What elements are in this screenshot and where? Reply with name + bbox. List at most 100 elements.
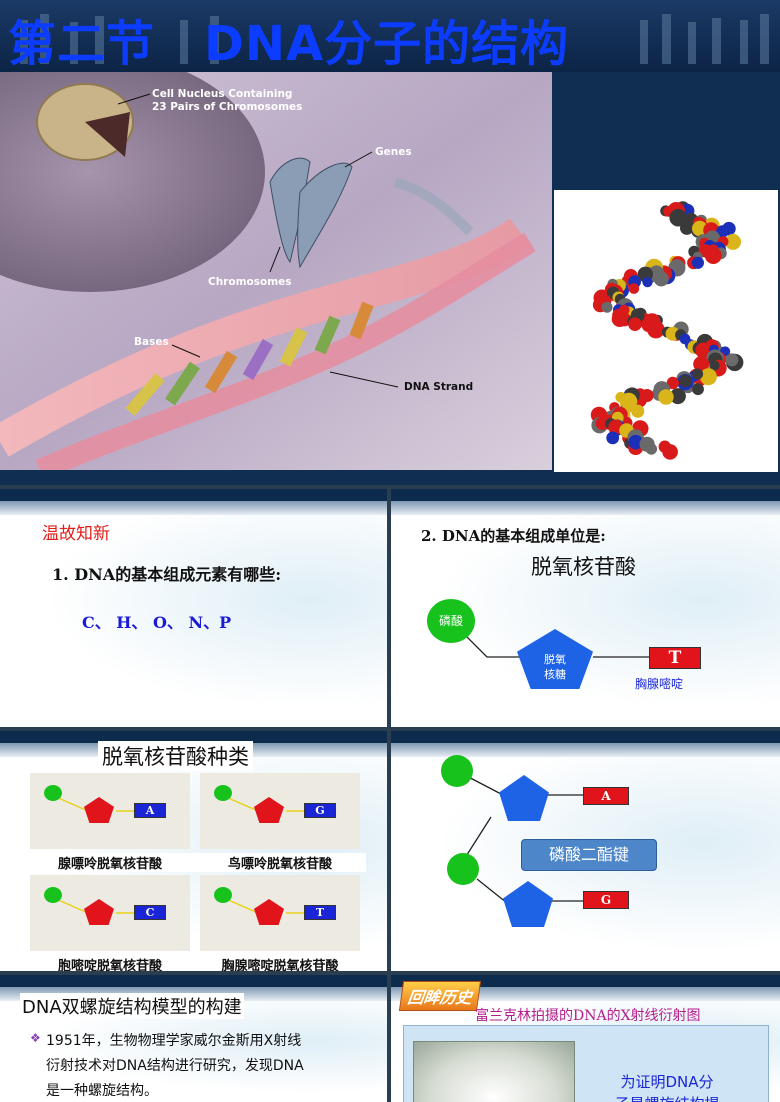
atom-sphere — [692, 383, 704, 396]
card-connectors — [225, 796, 304, 812]
base-box-a: A — [583, 787, 629, 805]
slide-header-bar — [391, 489, 780, 501]
slide-header-rail — [391, 743, 780, 757]
slide-phosphodiester-bond: A G 磷酸二酯键 — [391, 731, 780, 971]
nucleotide-card-caption: 腺嘌呤脱氧核苷酸 — [24, 853, 196, 872]
atom-sphere — [680, 221, 694, 235]
slide-header-bar — [0, 975, 387, 987]
dna-illustration — [0, 72, 552, 470]
atom-sphere — [666, 376, 679, 390]
phosphate-circle-top — [441, 755, 473, 787]
atom-sphere — [601, 301, 613, 313]
label-nucleus-line2: 23 Pairs of Chromosomes — [152, 101, 303, 113]
slide-review-elements: 温故知新 1. DNA的基本组成元素有哪些: C、 H、 O、 N、P — [0, 489, 387, 727]
atom-sphere — [669, 388, 686, 405]
card-base-box: G — [304, 803, 336, 818]
atom-sphere — [693, 356, 710, 373]
people-silhouettes — [20, 14, 769, 64]
card-base-box: T — [304, 905, 336, 920]
atom-sphere — [639, 436, 655, 452]
atom-sphere — [679, 333, 691, 345]
base-box-g: G — [583, 891, 629, 909]
atom-sphere — [662, 444, 678, 460]
bullet-line-1: 1951年，生物物理学家威尔金斯用X射线 — [46, 1033, 302, 1049]
atom-sphere — [692, 368, 704, 380]
nucleotide-card-caption: 胞嘧啶脱氧核苷酸 — [24, 955, 196, 971]
history-badge: 回眸历史 — [398, 981, 482, 1011]
atom-sphere — [699, 368, 717, 386]
nucleotide-card: T — [200, 875, 360, 951]
atom-sphere — [725, 233, 741, 250]
atom-sphere — [669, 208, 687, 227]
types-title: 脱氧核苷酸种类 — [98, 741, 253, 771]
bullet-line-2: 衍射技术对DNA结构进行研究，发现DNA — [46, 1058, 304, 1074]
atom-sphere — [628, 434, 643, 450]
nucleotide-card: C — [30, 875, 190, 951]
label-nucleus-line1: Cell Nucleus Containing — [152, 88, 293, 100]
nucleotide-card-caption: 胸腺嘧啶脱氧核苷酸 — [194, 955, 366, 971]
sugar-label-line2: 核糖 — [544, 668, 566, 681]
question-elements: 1. DNA的基本组成元素有哪些: — [52, 565, 282, 584]
slide-title: 第二节 DNA分子的结构 — [8, 16, 570, 72]
slide-basic-unit: 2. DNA的基本组成单位是: 脱氧核苷酸 磷酸 脱氧 核糖 T 胸腺嘧啶 — [391, 489, 780, 727]
slide-header-bar — [391, 975, 780, 987]
card-phosphate-circle — [44, 785, 62, 801]
slide-header-bar — [0, 731, 387, 743]
card-base-box: C — [134, 905, 166, 920]
base-caption-thymine: 胸腺嘧啶 — [635, 677, 684, 691]
atom-sphere — [606, 431, 620, 445]
atom-sphere — [709, 360, 720, 371]
card-base-box: A — [134, 803, 166, 818]
slide-dna-structure-title: 第二节 DNA分子的结构 — [0, 0, 780, 485]
bullet-diamond-icon: ❖ — [30, 1031, 41, 1045]
slide-header-bar — [0, 489, 387, 501]
xray-caption: 富兰克林拍摄的DNA的X射线衍射图 — [475, 1008, 701, 1024]
dna-space-filling-model — [554, 190, 778, 472]
slide-model-construction: DNA双螺旋结构模型的构建 ❖ 1951年，生物物理学家威尔金斯用X射线 衍射技… — [0, 975, 387, 1102]
answer-unit: 脱氧核苷酸 — [531, 555, 636, 579]
atom-sphere — [648, 321, 664, 337]
atom-sphere — [642, 277, 653, 288]
label-bases: Bases — [134, 336, 169, 348]
base-box-t: T — [649, 647, 701, 669]
nucleotide-card-caption: 鸟嘌呤脱氧核苷酸 — [194, 853, 366, 872]
nucleotide-card: A — [30, 773, 190, 849]
card-connectors — [225, 898, 304, 914]
slide-header-rail — [391, 987, 780, 1001]
card-phosphate-circle — [44, 887, 62, 903]
phosphodiester-bond-callout: 磷酸二酯键 — [521, 839, 657, 871]
answer-elements: C、 H、 O、 N、P — [82, 613, 232, 632]
header-strip — [0, 0, 780, 72]
phosphate-circle-bottom — [447, 853, 479, 885]
construction-title: DNA双螺旋结构模型的构建 — [20, 993, 244, 1019]
phosphate-circle: 磷酸 — [427, 599, 475, 643]
slide-header-bar — [391, 731, 780, 743]
slide-background — [0, 515, 387, 727]
card-connectors — [55, 898, 134, 914]
review-heading: 温故知新 — [42, 524, 110, 544]
slide-header-rail — [391, 501, 780, 515]
atom-sphere — [725, 353, 739, 367]
label-dna-strand: DNA Strand — [404, 381, 474, 393]
card-phosphate-circle — [214, 887, 232, 903]
label-chromosomes: Chromosomes — [208, 276, 292, 288]
atom-sphere — [679, 374, 692, 388]
label-genes: Genes — [375, 146, 412, 158]
atom-sphere — [628, 283, 640, 294]
card-connectors — [55, 796, 134, 812]
note-line-1: 为证明DNA分 — [620, 1073, 714, 1091]
atom-sphere — [595, 416, 609, 430]
atom-sphere — [612, 308, 625, 322]
atom-sphere — [658, 389, 674, 405]
bullet-line-3: 是一种螺旋结构。 — [46, 1083, 158, 1099]
slide-history-review: 回眸历史 富兰克林拍摄的DNA的X射线衍射图 为证明DNA分 子是螺旋结构提 — [391, 975, 780, 1102]
atom-sphere — [628, 317, 642, 331]
question-unit: 2. DNA的基本组成单位是: — [421, 527, 606, 545]
atom-sphere — [631, 404, 645, 418]
nucleotide-card: G — [200, 773, 360, 849]
xray-diffraction-photo — [413, 1041, 575, 1102]
slide-header-rail — [0, 501, 387, 515]
slide-nucleotide-types: 脱氧核苷酸种类 A 腺嘌呤脱氧核苷酸 G 鸟嘌呤脱氧核苷酸 C 胞嘧啶脱氧核苷酸 — [0, 731, 387, 971]
note-line-2: 子是螺旋结构提 — [587, 1093, 747, 1102]
sugar-label-line1: 脱氧 — [544, 653, 566, 666]
